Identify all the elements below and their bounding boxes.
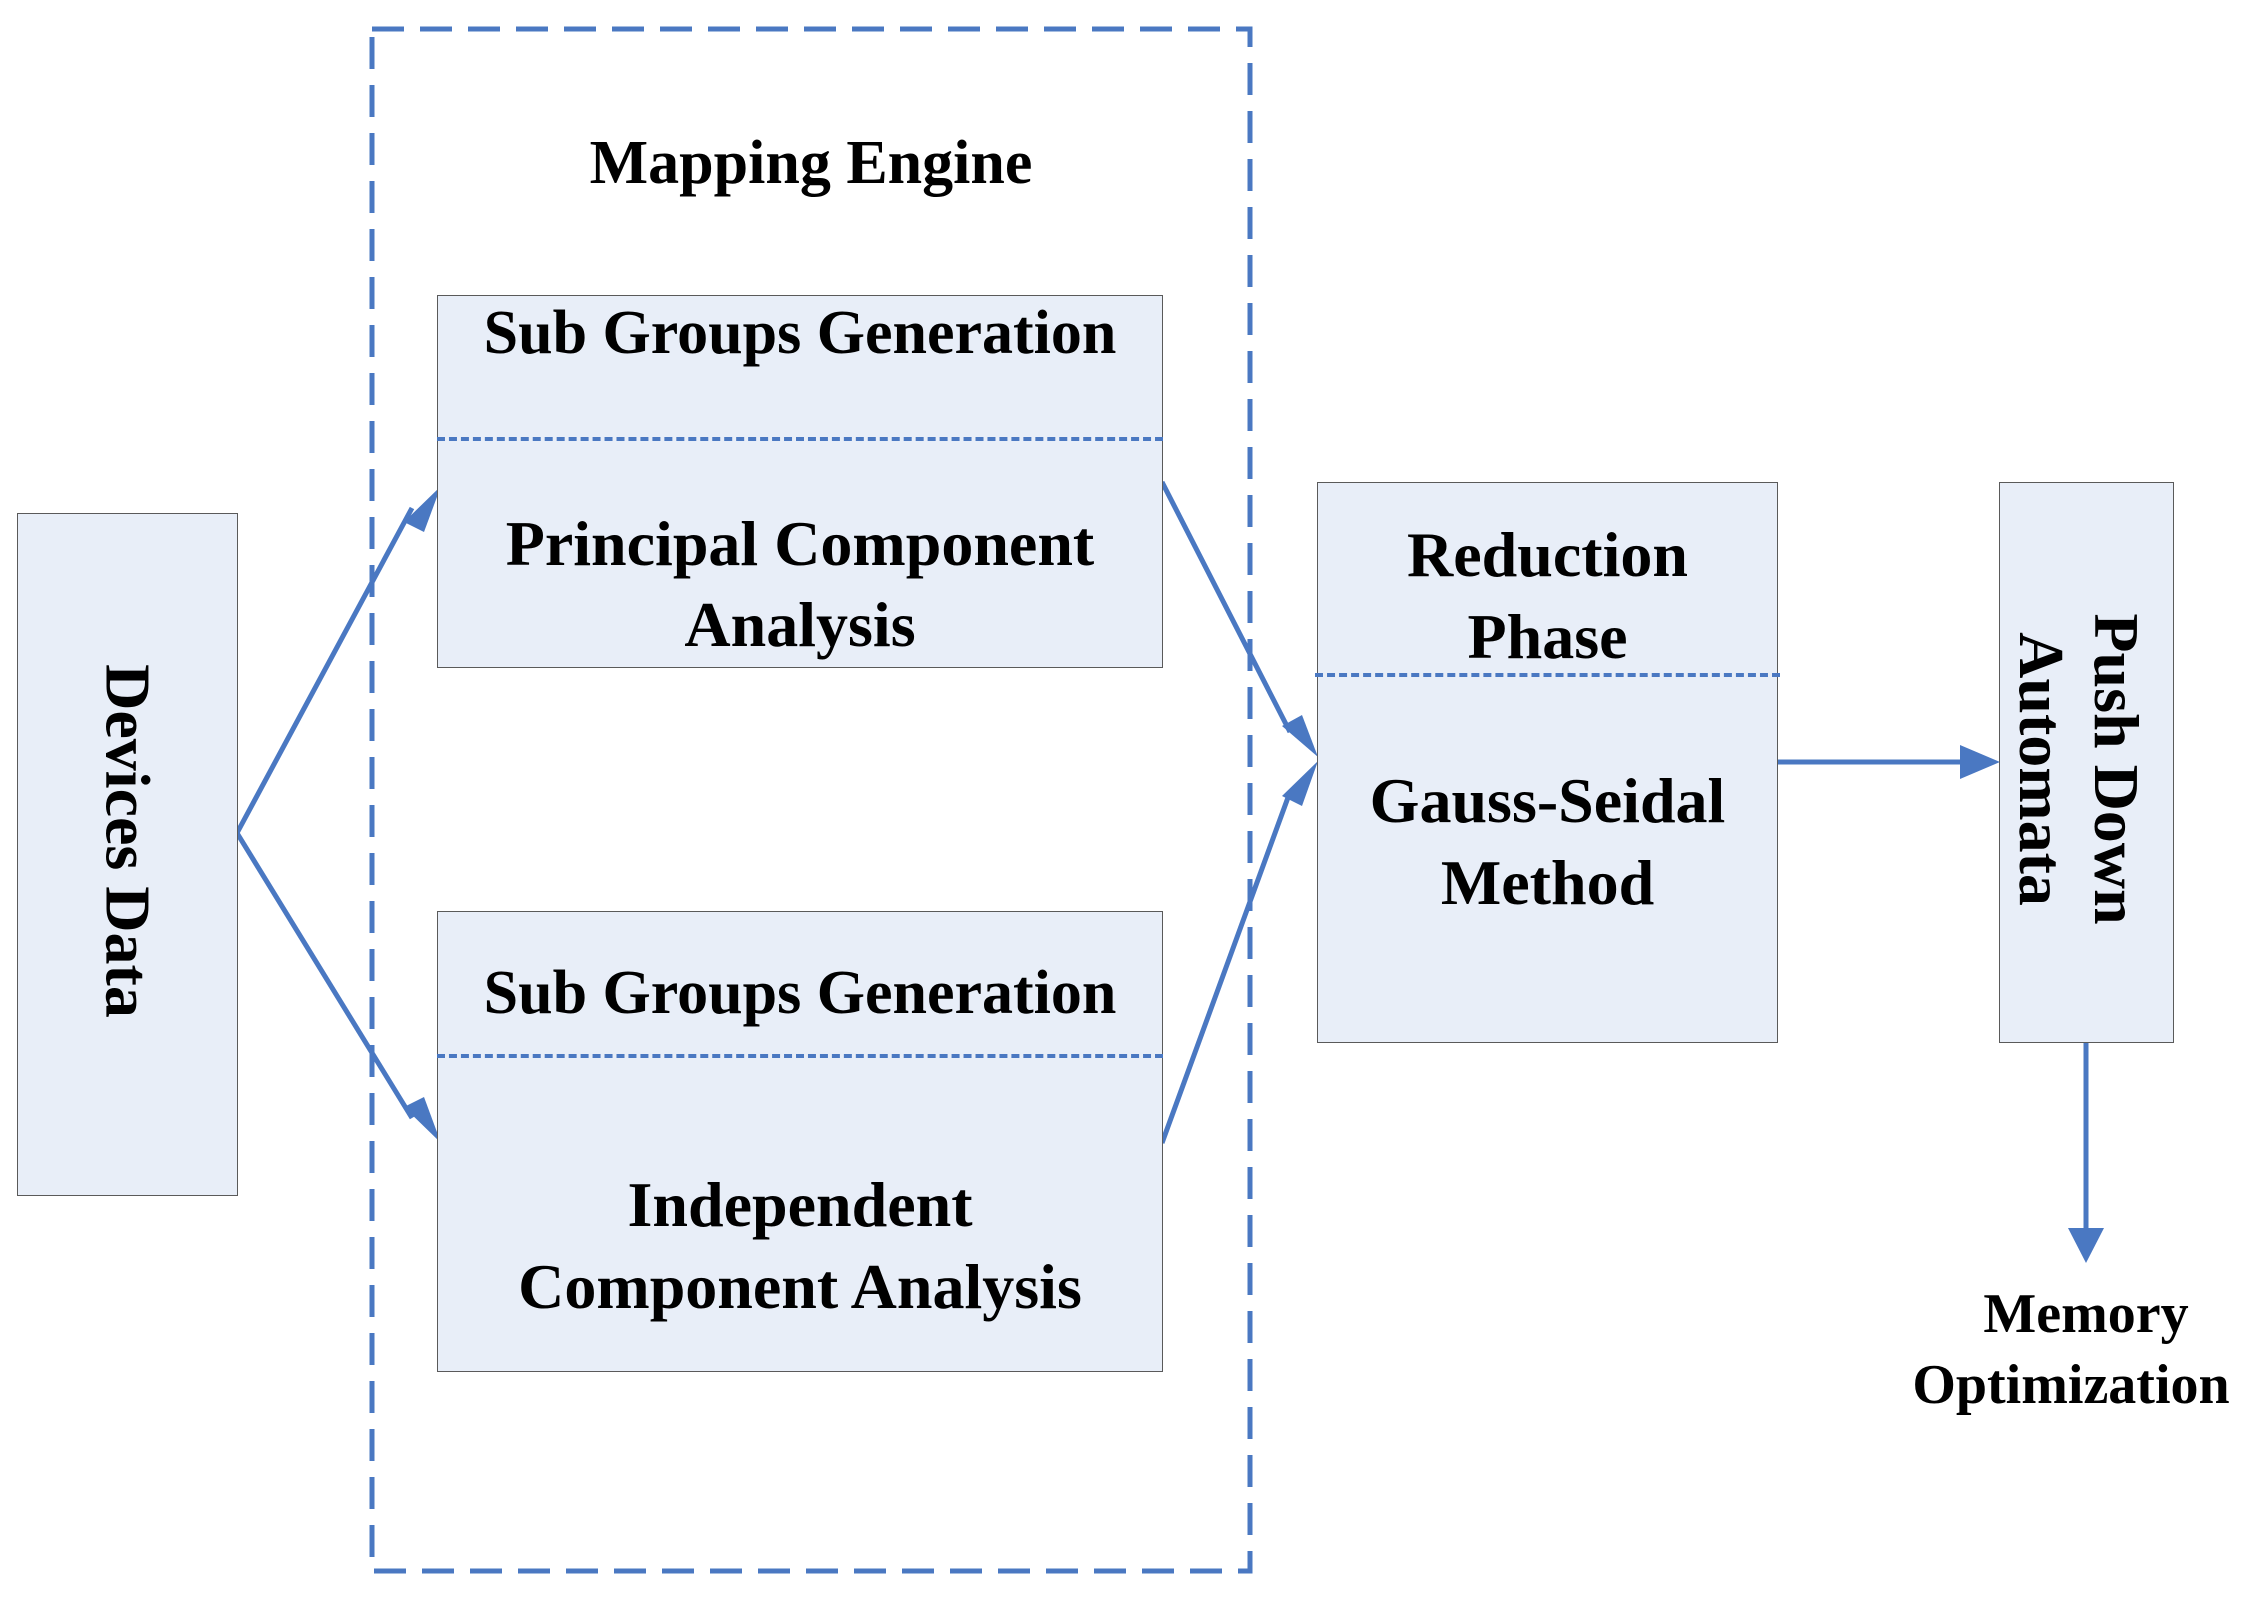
arrowhead-ica bbox=[404, 1097, 441, 1143]
mapping-engine-title: Mapping Engine bbox=[589, 129, 1033, 197]
arrow-pca-to-reduction bbox=[1159, 480, 1293, 734]
reduction-method-1: Gauss-Seidal bbox=[1369, 765, 1726, 836]
reduction-line-1: Reduction bbox=[1407, 519, 1688, 590]
memory-line-1: Memory bbox=[1983, 1283, 2189, 1345]
devices-data-box bbox=[17, 513, 238, 1196]
memory-line-2: Optimization bbox=[1912, 1354, 2230, 1416]
reduction-method-2: Method bbox=[1440, 847, 1655, 918]
ica-divider bbox=[437, 1054, 1163, 1058]
arrowhead-pca bbox=[404, 486, 441, 532]
ica-box bbox=[437, 911, 1163, 1372]
reduction-phase-box bbox=[1317, 482, 1778, 1043]
push-down-automata-box bbox=[1999, 482, 2174, 1043]
pca-line-1: Principal Component bbox=[505, 508, 1095, 579]
arrowhead-memory bbox=[2068, 1228, 2104, 1263]
reduction-line-2: Phase bbox=[1467, 601, 1628, 672]
pca-header: Sub Groups Generation bbox=[483, 299, 1117, 367]
pca-line-2: Analysis bbox=[684, 589, 916, 660]
pca-divider bbox=[437, 437, 1163, 441]
ica-header: Sub Groups Generation bbox=[483, 959, 1117, 1027]
pda-line-1: Push Down bbox=[2081, 613, 2152, 925]
devices-data-label: Devices Data bbox=[92, 664, 164, 1018]
ica-line-2: Component Analysis bbox=[518, 1251, 1082, 1322]
pca-box bbox=[437, 295, 1163, 668]
arrow-devices-to-pca bbox=[234, 506, 415, 835]
pda-line-2: Automata bbox=[2006, 632, 2077, 906]
arrow-ica-to-reduction bbox=[1159, 791, 1293, 1144]
reduction-divider bbox=[1315, 673, 1780, 677]
mapping-engine-container bbox=[369, 26, 1253, 1574]
arrowhead-reduction-top bbox=[1282, 715, 1318, 757]
arrowhead-pda bbox=[1960, 745, 2000, 779]
arrowhead-reduction-bottom bbox=[1282, 761, 1318, 806]
arrow-devices-to-ica bbox=[234, 831, 415, 1120]
ica-line-1: Independent bbox=[627, 1169, 973, 1240]
